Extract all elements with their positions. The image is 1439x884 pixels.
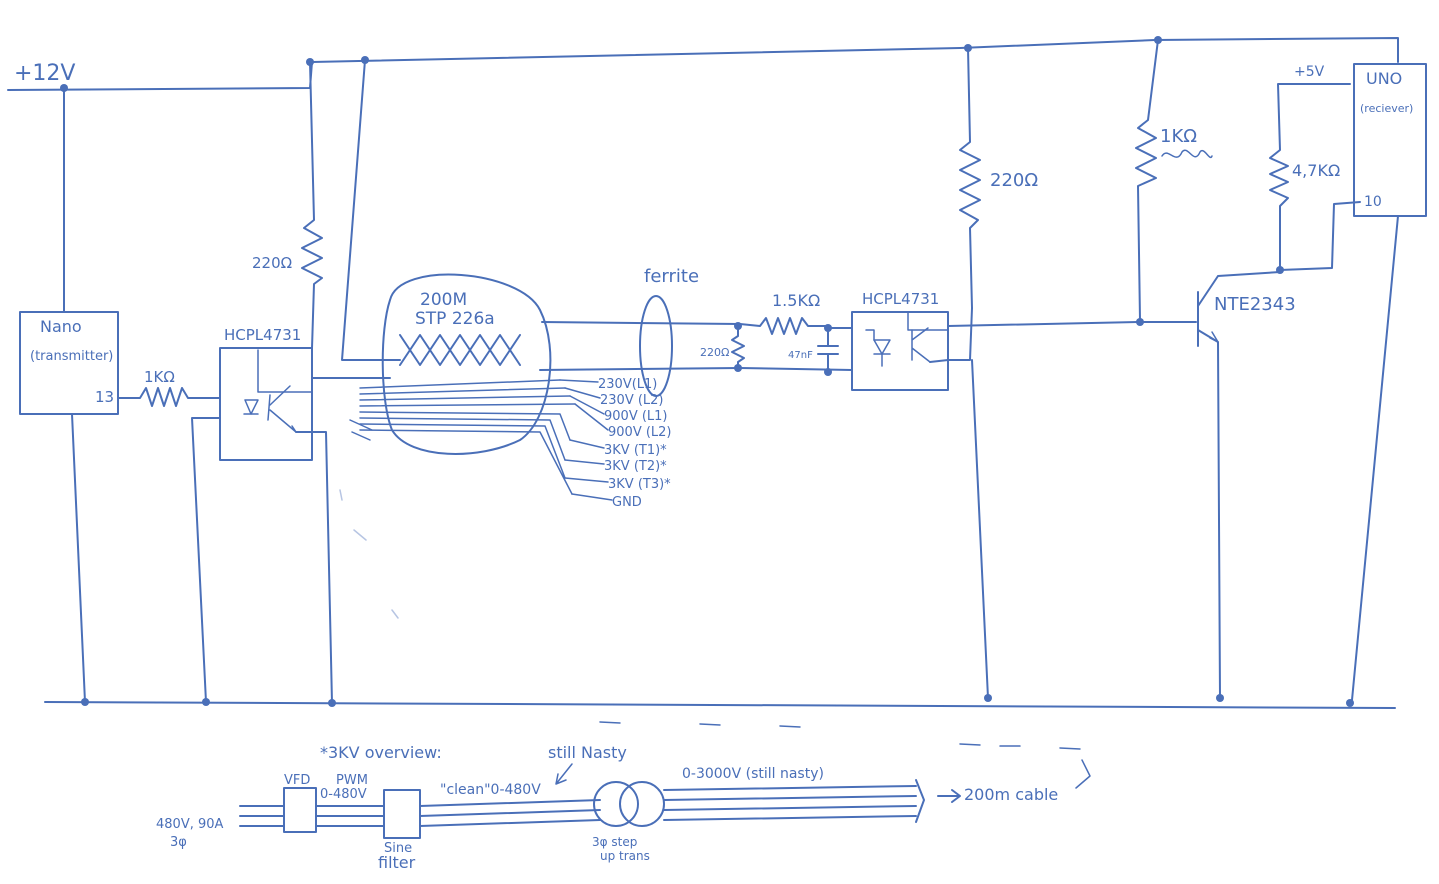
overview-title: *3KV overview: bbox=[320, 743, 442, 762]
resistor-1k-right bbox=[1135, 39, 1159, 326]
trans-label-2: up trans bbox=[600, 849, 650, 863]
plus5-label: +5V bbox=[1294, 64, 1325, 80]
nano-board bbox=[19, 87, 119, 703]
ground-rail bbox=[44, 694, 1396, 709]
transistor-label: NTE2343 bbox=[1214, 294, 1296, 315]
still-nasty-arrow bbox=[555, 763, 573, 785]
filter-label: filter bbox=[378, 853, 416, 872]
nano-sub-label: (transmitter) bbox=[30, 349, 113, 364]
vfd-box bbox=[239, 787, 385, 833]
cable-wire-3: 900V (L2) bbox=[608, 425, 672, 440]
opto-right-label: HCPL4731 bbox=[862, 290, 939, 308]
rail-12v-label: +12V bbox=[14, 61, 75, 86]
input-label: 480V, 90A bbox=[156, 817, 224, 832]
sine-filter-box bbox=[383, 789, 601, 839]
cable-wire-5: 3KV (T2)* bbox=[604, 459, 667, 474]
cable-bundle bbox=[349, 273, 741, 495]
cable-wire-leads bbox=[559, 379, 613, 501]
output-voltage-label: 0-3000V (still nasty) bbox=[682, 766, 824, 782]
faint-marks bbox=[339, 489, 399, 619]
step-up-transformer bbox=[593, 779, 961, 827]
cable-label-2: STP 226a bbox=[415, 309, 495, 329]
cable-wire-2: 900V (L1) bbox=[604, 409, 668, 424]
cable-wire-4: 3KV (T1)* bbox=[604, 443, 667, 458]
bracket-mark bbox=[1075, 759, 1091, 789]
uno-board bbox=[1351, 63, 1427, 701]
cable-feed-wire bbox=[341, 59, 401, 361]
cable-wire-7: GND bbox=[612, 495, 642, 510]
resistor-47k bbox=[1269, 83, 1361, 271]
resistor-220-left-label: 220Ω bbox=[252, 254, 292, 272]
uno-label: UNO bbox=[1366, 69, 1402, 88]
nano-pin-label: 13 bbox=[95, 388, 114, 406]
cable-label-1: 200M bbox=[420, 290, 467, 310]
sine-label: Sine bbox=[384, 841, 412, 856]
resistor-1k-nano-label: 1KΩ bbox=[144, 368, 175, 386]
ferrite-label: ferrite bbox=[644, 266, 699, 287]
pwm-range-label: 0-480V bbox=[320, 787, 367, 802]
resistor-220-right bbox=[959, 47, 989, 699]
transistor-npn bbox=[1139, 266, 1284, 699]
resistor-220-rx-label: 220Ω bbox=[700, 346, 729, 359]
cable-wire-0: 230V(L1) bbox=[598, 377, 657, 392]
opto-left-label: HCPL4731 bbox=[224, 326, 301, 344]
resistor-220-left bbox=[301, 61, 323, 349]
overview-dashes bbox=[599, 721, 1081, 750]
opto-left bbox=[191, 347, 333, 704]
uno-sub-label: (reciever) bbox=[1360, 102, 1413, 115]
resistor-1k-nano bbox=[117, 387, 221, 407]
nano-label: Nano bbox=[40, 317, 82, 336]
cable-200m-label: 200m cable bbox=[964, 785, 1058, 804]
uno-pin-label: 10 bbox=[1364, 194, 1382, 210]
receiver-input-network bbox=[731, 317, 853, 376]
resistor-47k-label: 4,7KΩ bbox=[1292, 161, 1340, 180]
resistor-1k-right-label: 1KΩ bbox=[1160, 126, 1197, 147]
cable-wire-1: 230V (L2) bbox=[600, 393, 664, 408]
ferrite-ring bbox=[639, 295, 673, 397]
phase-label: 3φ bbox=[170, 835, 187, 850]
resistor-220-right-label: 220Ω bbox=[990, 170, 1038, 191]
trans-label-1: 3φ step bbox=[592, 835, 637, 849]
scribble-mark bbox=[1161, 149, 1213, 159]
clean-label: "clean"0-480V bbox=[440, 782, 541, 798]
overview-still-nasty: still Nasty bbox=[548, 743, 627, 762]
cap-label: 47nF bbox=[788, 350, 813, 361]
opto-right bbox=[851, 307, 1139, 391]
top-rail bbox=[7, 36, 1399, 92]
resistor-15k-label: 1.5KΩ bbox=[772, 291, 820, 310]
vfd-label: VFD bbox=[284, 773, 310, 788]
cable-wire-6: 3KV (T3)* bbox=[608, 477, 671, 492]
pwm-label: PWM bbox=[336, 773, 368, 788]
